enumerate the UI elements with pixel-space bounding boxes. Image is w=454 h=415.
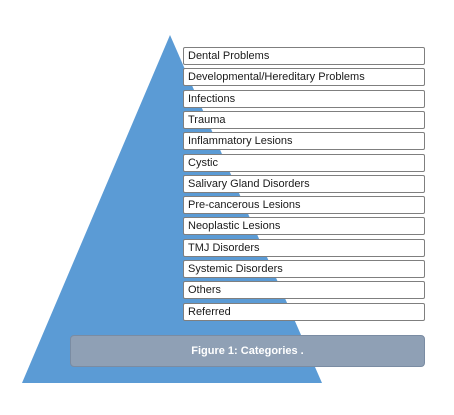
category-box: Neoplastic Lesions — [183, 217, 425, 235]
category-box: Referred — [183, 303, 425, 321]
category-box: Dental Problems — [183, 47, 425, 65]
category-box: Salivary Gland Disorders — [183, 175, 425, 193]
category-box: Infections — [183, 90, 425, 108]
category-box: Cystic — [183, 154, 425, 172]
category-box: Pre-cancerous Lesions — [183, 196, 425, 214]
category-box: Developmental/Hereditary Problems — [183, 68, 425, 86]
category-box: Trauma — [183, 111, 425, 129]
category-box: Others — [183, 281, 425, 299]
category-box: Inflammatory Lesions — [183, 132, 425, 150]
figure-caption: Figure 1: Categories . — [70, 335, 425, 367]
category-box: Systemic Disorders — [183, 260, 425, 278]
category-box: TMJ Disorders — [183, 239, 425, 257]
